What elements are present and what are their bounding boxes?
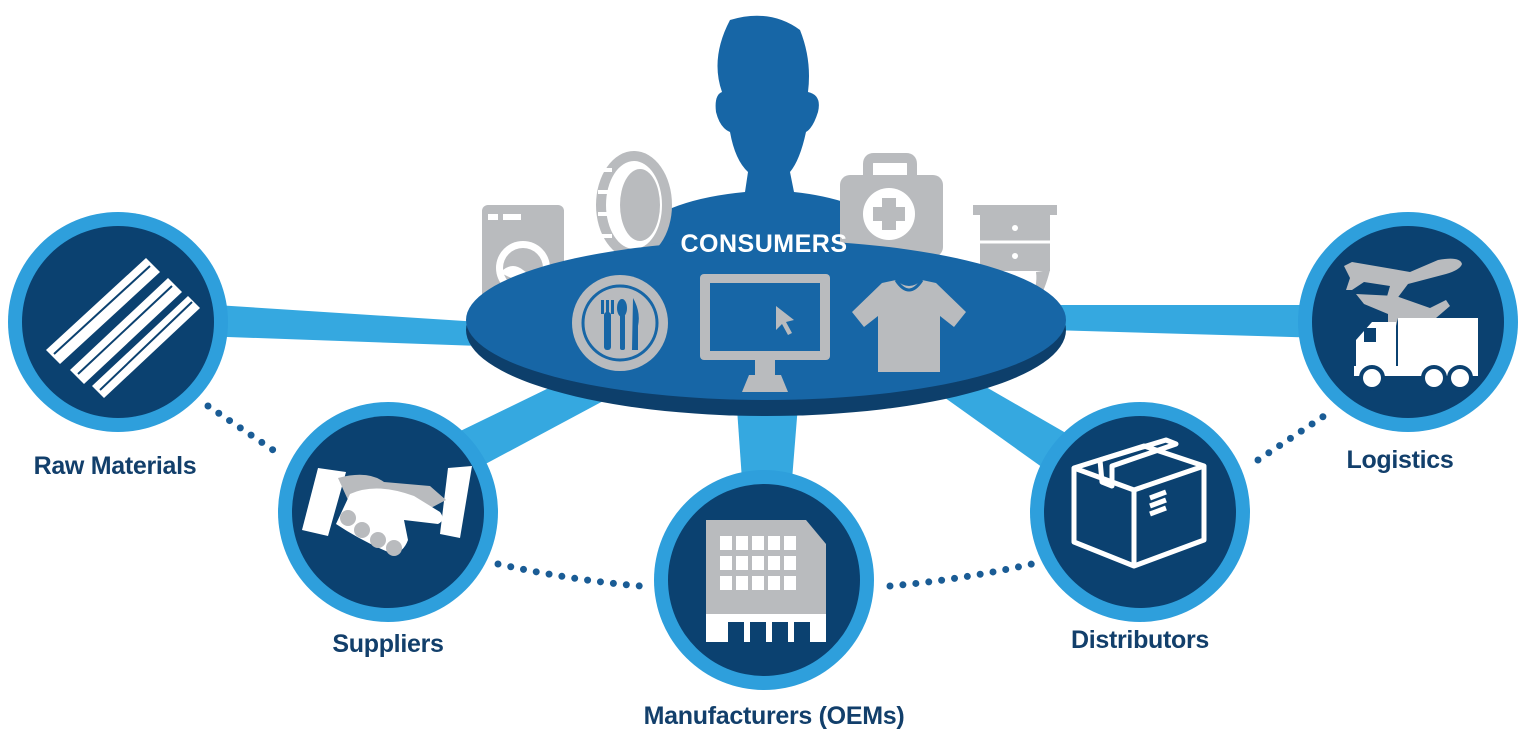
label-suppliers: Suppliers (332, 630, 444, 658)
label-distributors: Distributors (1070, 626, 1210, 654)
dotted-links (204, 402, 1334, 590)
label-raw-materials: Raw Materials (33, 452, 197, 480)
dinner-plate-icon (572, 275, 668, 371)
dotted-link-distributors-logistics (1254, 408, 1334, 464)
label-logistics: Logistics (1346, 446, 1454, 474)
connector-raw-materials (200, 304, 480, 346)
label-manufacturers: Manufacturers (OEMs) (643, 702, 905, 730)
node-logistics (1298, 212, 1518, 432)
factory-icon (706, 520, 826, 642)
dotted-link-suppliers-manufacturers (494, 560, 644, 590)
node-manufacturers (654, 470, 874, 690)
first-aid-kit-icon (840, 153, 943, 257)
connector-distributors (920, 372, 1078, 470)
box-icon (1071, 437, 1207, 569)
consumer-silhouette (623, 15, 908, 280)
plane-truck-icon (1344, 258, 1478, 391)
computer-monitor-icon (700, 274, 830, 392)
dotted-link-manufacturers-distributors (886, 560, 1036, 590)
consumers-title: CONSUMERS (680, 230, 848, 258)
tire-icon (596, 151, 672, 259)
connector-logistics (1050, 305, 1325, 338)
node-raw-materials (8, 212, 228, 432)
node-suppliers (278, 402, 498, 622)
handshake-icon (302, 466, 472, 556)
node-distributors (1030, 402, 1250, 622)
dotted-link-raw-suppliers (204, 402, 280, 456)
t-shirt-icon (852, 279, 966, 372)
